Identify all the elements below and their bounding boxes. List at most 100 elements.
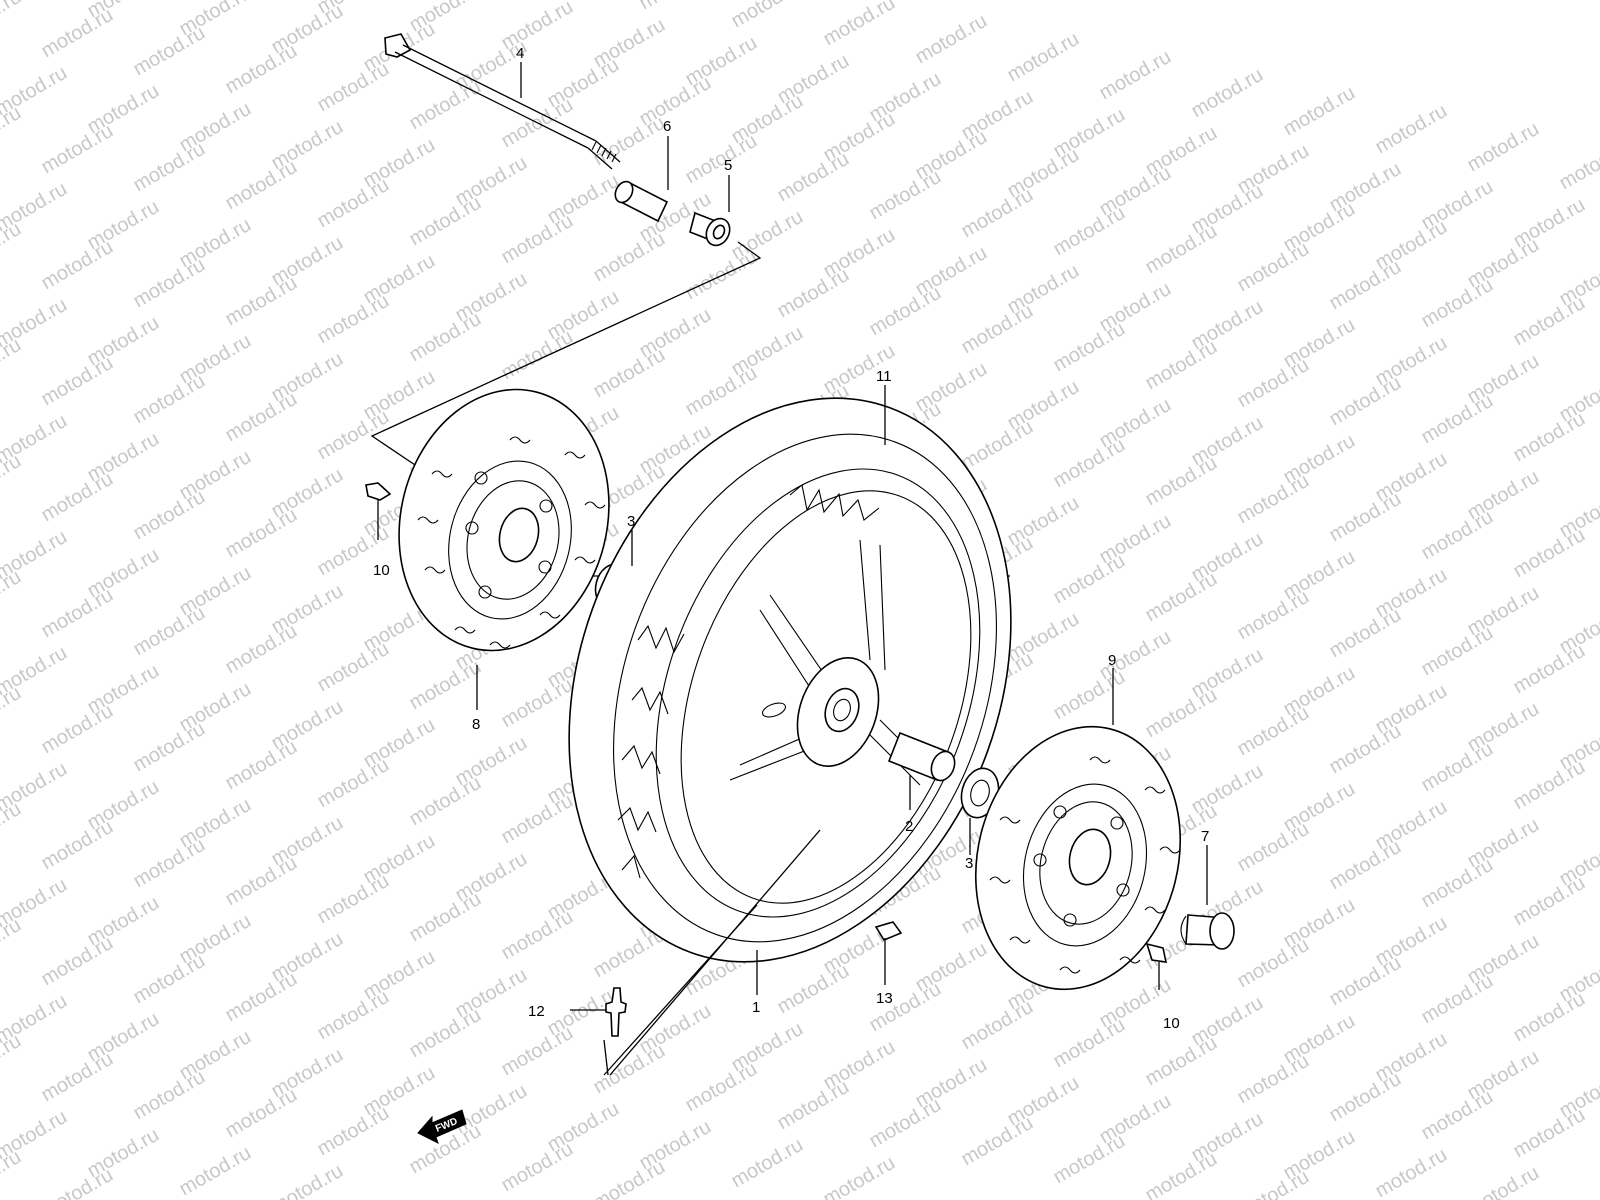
watermark-text: motod.ru xyxy=(1418,622,1497,681)
brake-disc-left-part xyxy=(398,388,610,652)
watermark-text: motod.ru xyxy=(1372,100,1451,159)
watermark-text: motod.ru xyxy=(314,870,393,929)
watermark-text: motod.ru xyxy=(222,272,301,331)
watermark-text: motod.ru xyxy=(0,1030,25,1089)
disc-bolt-left-part xyxy=(365,482,392,540)
watermark-text: motod.ru xyxy=(498,326,577,385)
watermark-text: motod.ru xyxy=(1004,28,1083,87)
watermark-text: motod.ru xyxy=(268,1160,347,1200)
watermark-text: motod.ru xyxy=(406,76,485,135)
watermark-text: motod.ru xyxy=(1234,354,1313,413)
watermark-text: motod.ru xyxy=(130,370,209,429)
wheel-tire-part xyxy=(568,397,1012,963)
watermark-text: motod.ru xyxy=(912,10,991,69)
watermark-text: motod.ru xyxy=(958,996,1037,1055)
watermark-text: motod.ru xyxy=(1096,46,1175,105)
watermark-text: motod.ru xyxy=(1326,952,1405,1011)
watermark-text: motod.ru xyxy=(176,1142,255,1200)
watermark-text: motod.ru xyxy=(314,406,393,465)
watermark-text: motod.ru xyxy=(38,932,117,991)
watermark-text: motod.ru xyxy=(1234,586,1313,645)
callout-10-right: 10 xyxy=(1163,1015,1180,1032)
watermark-text: motod.ru xyxy=(38,1048,117,1107)
watermark-text: motod.ru xyxy=(1510,524,1589,583)
watermark-text: motod.ru xyxy=(1050,666,1129,725)
watermark-text: motod.ru xyxy=(774,148,853,207)
watermark-text: motod.ru xyxy=(38,700,117,759)
watermark-text: motod.ru xyxy=(38,120,117,179)
watermark-text: motod.ru xyxy=(958,184,1037,243)
fwd-arrow-icon: FWD xyxy=(417,1109,467,1144)
watermark-text: motod.ru xyxy=(682,1058,761,1117)
callout-12: 12 xyxy=(528,1003,545,1020)
watermark-text: motod.ru xyxy=(222,736,301,795)
watermark-text: motod.ru xyxy=(0,102,25,161)
watermark-text: motod.ru xyxy=(866,978,945,1037)
watermark-text: motod.ru xyxy=(314,58,393,117)
callout-3-left: 3 xyxy=(627,513,635,530)
watermark-text: motod.ru xyxy=(1234,238,1313,297)
watermark-text: motod.ru xyxy=(1326,836,1405,895)
watermark-text: motod.ru xyxy=(590,228,669,287)
watermark-text: motod.ru xyxy=(222,40,301,99)
callout-3-right: 3 xyxy=(965,855,973,872)
watermark-text: motod.ru xyxy=(1418,1086,1497,1145)
watermark-text: motod.ru xyxy=(1234,470,1313,529)
watermark-text: motod.ru xyxy=(1510,408,1589,467)
watermark-text: motod.ru xyxy=(958,300,1037,359)
watermark-text: motod.ru xyxy=(1234,818,1313,877)
watermark-text: motod.ru xyxy=(1326,720,1405,779)
watermark-text: motod.ru xyxy=(0,566,25,625)
watermark-text: motod.ru xyxy=(222,1084,301,1143)
watermark-text: motod.ru xyxy=(1372,1144,1451,1200)
watermark-text: motod.ru xyxy=(130,22,209,81)
callout-9: 9 xyxy=(1108,652,1116,669)
watermark-text: motod.ru xyxy=(866,282,945,341)
watermark-text: motod.ru xyxy=(1418,738,1497,797)
watermark-text: motod.ru xyxy=(222,968,301,1027)
watermark-text: motod.ru xyxy=(1510,988,1589,1047)
watermark-text: motod.ru xyxy=(1142,220,1221,279)
watermark-text: motod.ru xyxy=(820,0,899,50)
watermark-text: motod.ru xyxy=(1234,934,1313,993)
watermark-text: motod.ru xyxy=(0,0,25,44)
watermark-text: motod.ru xyxy=(1510,756,1589,815)
watermark-text: motod.ru xyxy=(38,236,117,295)
watermark-text: motod.ru xyxy=(1510,292,1589,351)
watermark-text: motod.ru xyxy=(774,960,853,1019)
watermark-text: motod.ru xyxy=(774,1076,853,1135)
watermark-text: motod.ru xyxy=(1510,1104,1589,1163)
watermark-text: motod.ru xyxy=(958,1112,1037,1171)
watermark-text: motod.ru xyxy=(1326,1068,1405,1127)
watermark-text: motod.ru xyxy=(130,254,209,313)
watermark-text: motod.ru xyxy=(130,138,209,197)
watermark-text: motod.ru xyxy=(820,1152,899,1200)
watermark-text: motod.ru xyxy=(1142,684,1221,743)
watermark-text: motod.ru xyxy=(0,798,25,857)
watermark-text: motod.ru xyxy=(0,1146,25,1200)
axle-part xyxy=(384,33,621,170)
watermark-text: motod.ru xyxy=(130,718,209,777)
watermark-text: motod.ru xyxy=(1050,434,1129,493)
watermark-text: motod.ru xyxy=(1050,318,1129,377)
watermark-text: motod.ru xyxy=(406,192,485,251)
watermark-text: motod.ru xyxy=(406,656,485,715)
watermark-text: motod.ru xyxy=(958,416,1037,475)
watermark-text: motod.ru xyxy=(1418,390,1497,449)
watermark-text: motod.ru xyxy=(406,308,485,367)
watermark-text: motod.ru xyxy=(1510,640,1589,699)
watermark-text: motod.ru xyxy=(38,468,117,527)
watermark-text: motod.ru xyxy=(682,362,761,421)
watermark-text: motod.ru xyxy=(1234,702,1313,761)
watermark-text: motod.ru xyxy=(314,638,393,697)
watermark-text: motod.ru xyxy=(222,504,301,563)
watermark-text: motod.ru xyxy=(1464,118,1543,177)
watermark-text: motod.ru xyxy=(1280,82,1359,141)
watermark-text: motod.ru xyxy=(498,1022,577,1081)
watermark-text: motod.ru xyxy=(1050,550,1129,609)
callout-2: 2 xyxy=(905,818,913,835)
watermark-text: motod.ru xyxy=(590,1156,669,1200)
watermark-text: motod.ru xyxy=(1188,64,1267,123)
watermark-text: motod.ru xyxy=(1050,202,1129,261)
